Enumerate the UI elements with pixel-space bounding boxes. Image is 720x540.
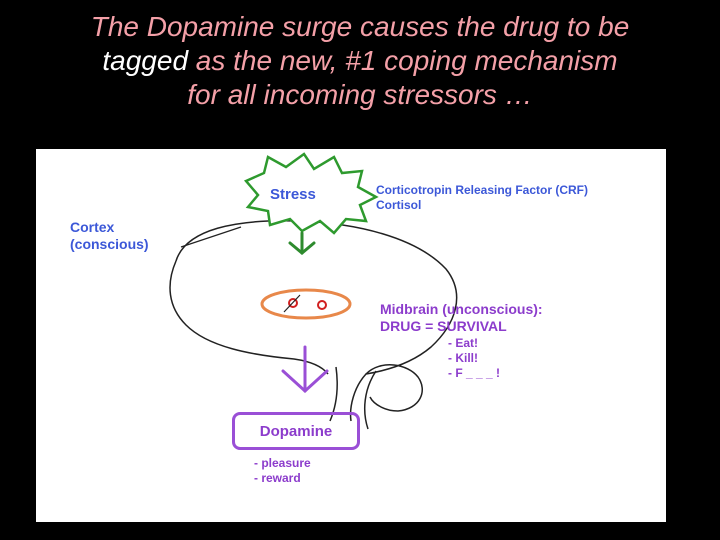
- title-line-2: tagged as the new, #1 coping mechanism: [0, 44, 720, 78]
- brain-diagram: Stress Corticotropin Releasing Factor (C…: [36, 149, 666, 522]
- crf-label: Corticotropin Releasing Factor (CRF) Cor…: [376, 183, 588, 213]
- midbrain-line-2: DRUG = SURVIVAL: [380, 318, 507, 334]
- cortex-pointer-line: [180, 226, 242, 248]
- crf-line-1: Corticotropin Releasing Factor (CRF): [376, 183, 589, 197]
- diagram-drawing: [169, 152, 458, 430]
- cortex-line-2: (conscious): [70, 236, 149, 252]
- cortex-label: Cortex (conscious): [70, 219, 149, 253]
- dopamine-box: Dopamine: [232, 412, 360, 450]
- survival-item-kill: - Kill!: [448, 351, 478, 365]
- stress-arrow-icon: [288, 231, 316, 255]
- midbrain-label: Midbrain (unconscious): DRUG = SURVIVAL: [380, 301, 543, 335]
- dopamine-arrow-icon: [281, 345, 329, 394]
- stress-burst-icon: [243, 152, 379, 235]
- survival-item-f: - F _ _ _ !: [448, 366, 501, 380]
- midbrain-pointer-line: [283, 294, 301, 313]
- slide-title: The Dopamine surge causes the drug to be…: [0, 10, 720, 112]
- midbrain-spot-right: [317, 300, 327, 310]
- brainstem-outline: [329, 366, 377, 430]
- title-line-1: The Dopamine surge causes the drug to be: [90, 11, 630, 42]
- survival-list: - Eat! - Kill! - F _ _ _ !: [448, 336, 500, 381]
- stress-label: Stress: [270, 186, 316, 203]
- midbrain-spot-left: [288, 298, 298, 308]
- dopamine-item-pleasure: - pleasure: [254, 456, 311, 470]
- crf-line-2: Cortisol: [376, 198, 422, 212]
- cortex-line-1: Cortex: [70, 219, 115, 235]
- dopamine-effects-list: - pleasure - reward: [254, 456, 311, 486]
- dopamine-item-reward: - reward: [254, 471, 301, 485]
- title-line-3: for all incoming stressors …: [187, 79, 533, 110]
- survival-item-eat: - Eat!: [448, 336, 478, 350]
- midbrain-line-1: Midbrain (unconscious):: [380, 301, 543, 317]
- title-line-2-rest: as the new, #1 coping mechanism: [188, 45, 618, 76]
- cerebellum-outline: [365, 364, 423, 412]
- title-tagged-word: tagged: [102, 45, 189, 76]
- brain-outline-lower: [169, 260, 329, 375]
- midbrain-oval: [260, 288, 352, 320]
